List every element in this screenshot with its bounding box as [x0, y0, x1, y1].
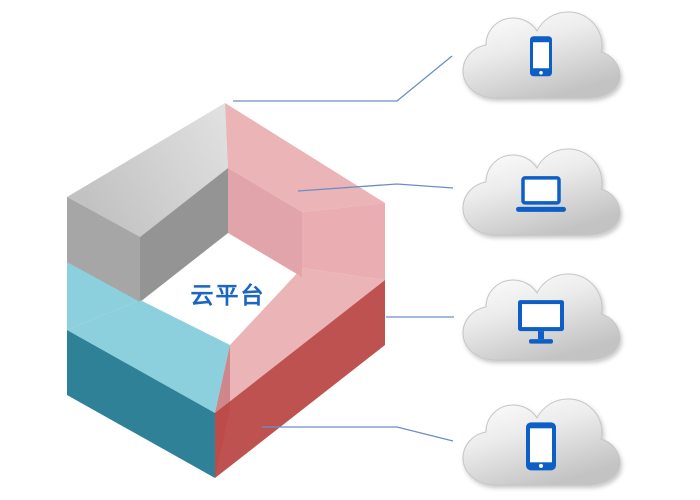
- connector-line-smartphone: [233, 55, 453, 102]
- teal-segment-side-face: [67, 330, 215, 478]
- gray-segment-top-face: [67, 103, 228, 237]
- red-segment-inner-wall: [228, 168, 302, 277]
- desktop-icon: [518, 299, 564, 344]
- red-segment-top-face-lower: [215, 268, 385, 413]
- smartphone-icon: [530, 35, 552, 76]
- red-segment-top-face-upper: [225, 103, 385, 212]
- cloud-laptop: [455, 147, 627, 242]
- gray-segment-end-cap: [67, 197, 140, 302]
- laptop-icon: [516, 175, 566, 212]
- cloud-smartphone: [455, 10, 627, 105]
- connector-line-tablet: [262, 426, 454, 442]
- gray-segment-inner-wall: [140, 168, 228, 302]
- red-segment-side-face: [215, 280, 385, 478]
- tablet-icon: [526, 421, 556, 470]
- connector-line-laptop: [297, 183, 454, 192]
- cloud-desktop: [455, 272, 627, 367]
- teal-segment-top-face-bottom: [67, 300, 230, 413]
- red-segment-top-face-right: [302, 203, 385, 280]
- cloud-tablet: [455, 397, 627, 492]
- hexagon-center-label: 云平台: [191, 282, 266, 308]
